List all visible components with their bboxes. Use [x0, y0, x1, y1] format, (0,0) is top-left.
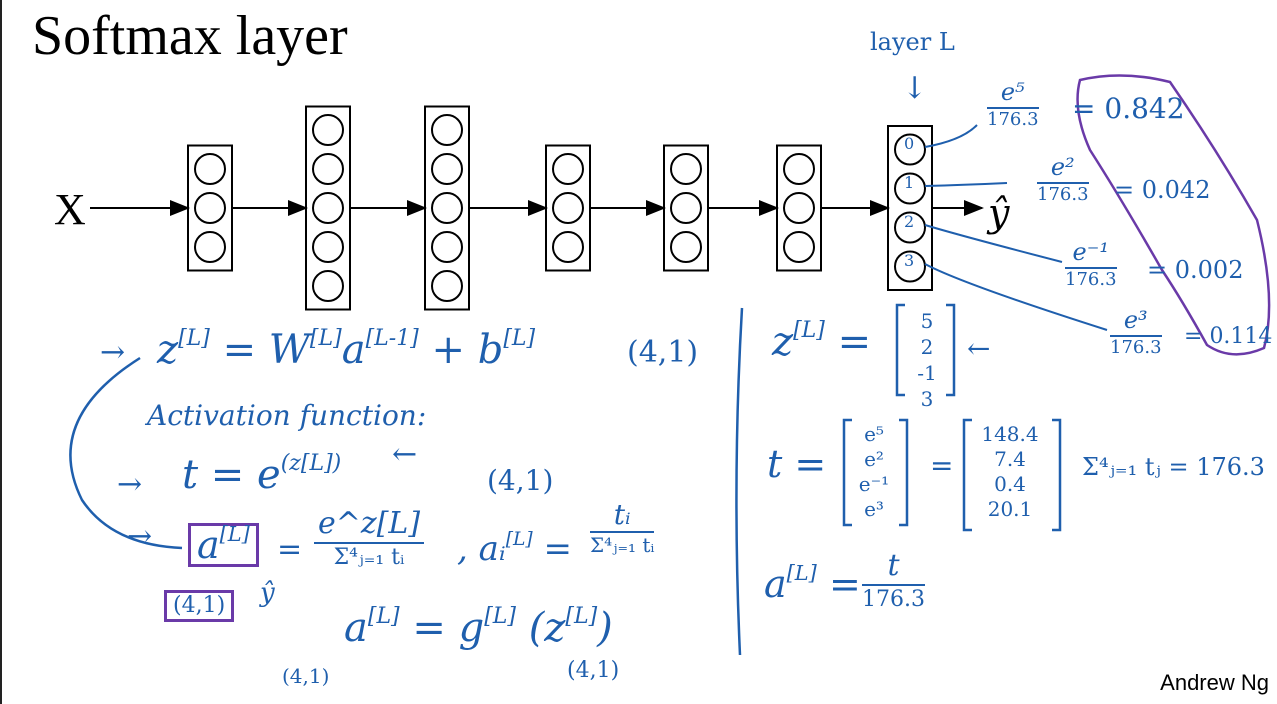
ai-equation: , aᵢ[L] =: [457, 529, 573, 569]
neuron: [670, 231, 702, 263]
t-values: 148.4 7.4 0.4 20.1: [981, 422, 1039, 521]
slide-title: Softmax layer: [32, 5, 348, 67]
yhat-note: ŷ: [260, 578, 275, 608]
a-shape-boxed: (4,1): [164, 590, 235, 622]
a-final-label: a[L] =: [764, 561, 861, 606]
t-vector-label: t =: [767, 442, 827, 486]
g-shape-right: (4,1): [567, 658, 620, 683]
a-fraction: e^z[L]Σ⁴ⱼ₌₁ tᵢ: [314, 508, 425, 569]
t-shape: (4,1): [487, 464, 554, 497]
neuron: [783, 231, 815, 263]
neuron: [431, 114, 463, 146]
neuron: [312, 192, 344, 224]
layer-arrow: ↓: [902, 71, 928, 106]
neuron: [552, 153, 584, 185]
neuron: [431, 153, 463, 185]
neuron: [431, 231, 463, 263]
t-equation: t = e(z[L]): [182, 451, 342, 498]
neuron: [312, 270, 344, 302]
arrow-mark: ←: [392, 437, 418, 472]
author-credit: Andrew Ng: [1160, 670, 1269, 695]
output-node-label: 1: [904, 173, 915, 192]
highlight-loop: [1076, 74, 1271, 356]
layer-annotation: layer L: [870, 28, 955, 56]
output-node-label: 2: [904, 212, 915, 231]
divider-line: [735, 307, 744, 656]
arrow-mark: →: [117, 467, 143, 502]
vector-bracket: [899, 418, 909, 527]
output-node-label: 3: [904, 251, 915, 270]
z-equation: z[L] = W[L]a[L-1] + b[L]: [157, 326, 536, 373]
neuron: [431, 192, 463, 224]
z-shape: (4,1): [627, 335, 699, 370]
neuron: [894, 172, 926, 205]
t-vector: e⁵ e² e⁻¹ e³: [858, 422, 890, 521]
neuron: [670, 192, 702, 224]
z-vector-label: z[L] =: [772, 318, 872, 365]
equals-sign: =: [930, 449, 954, 482]
softmax-value: = 0.114: [1184, 324, 1273, 349]
neuron: [894, 250, 926, 283]
vector-bracket: [946, 303, 956, 397]
output-link: [924, 224, 1063, 263]
softmax-value: = 0.842: [1072, 92, 1185, 125]
neuron: [783, 192, 815, 224]
neuron: [894, 133, 926, 166]
vector-bracket: [1052, 418, 1062, 532]
output-label: ŷ: [988, 191, 1010, 235]
arrow-mark: ←: [967, 332, 991, 365]
equals-sign: =: [277, 532, 303, 567]
neuron: [552, 192, 584, 224]
neuron: [894, 211, 926, 244]
neuron: [194, 192, 226, 224]
arrow-mark: →: [127, 519, 153, 554]
output-link: [924, 263, 1108, 331]
neuron: [670, 153, 702, 185]
neuron: [194, 231, 226, 263]
input-label: X: [54, 185, 86, 234]
z-vector: 5 2 -1 3: [917, 309, 937, 411]
neuron: [312, 114, 344, 146]
sum-expression: Σ⁴ⱼ₌₁ tⱼ = 176.3: [1082, 453, 1265, 481]
output-link: [924, 182, 1008, 187]
output-link: [924, 124, 978, 148]
neuron: [431, 270, 463, 302]
neuron: [552, 231, 584, 263]
neuron: [783, 153, 815, 185]
activation-title: Activation function:: [147, 399, 427, 432]
a-boxed: a[L]: [188, 523, 259, 567]
flow-curve: [69, 356, 183, 550]
softmax-value: = 0.002: [1147, 256, 1244, 284]
arrow-mark: →: [100, 335, 126, 370]
neuron: [312, 231, 344, 263]
neuron: [194, 153, 226, 185]
vector-bracket: [962, 418, 972, 532]
vector-bracket: [895, 303, 905, 397]
softmax-value: = 0.042: [1114, 176, 1211, 204]
g-shape-left: (4,1): [282, 664, 330, 688]
neuron: [312, 153, 344, 185]
output-node-label: 0: [904, 134, 915, 153]
g-equation: a[L] = g[L] (z[L]): [344, 604, 613, 651]
vector-bracket: [842, 418, 852, 527]
